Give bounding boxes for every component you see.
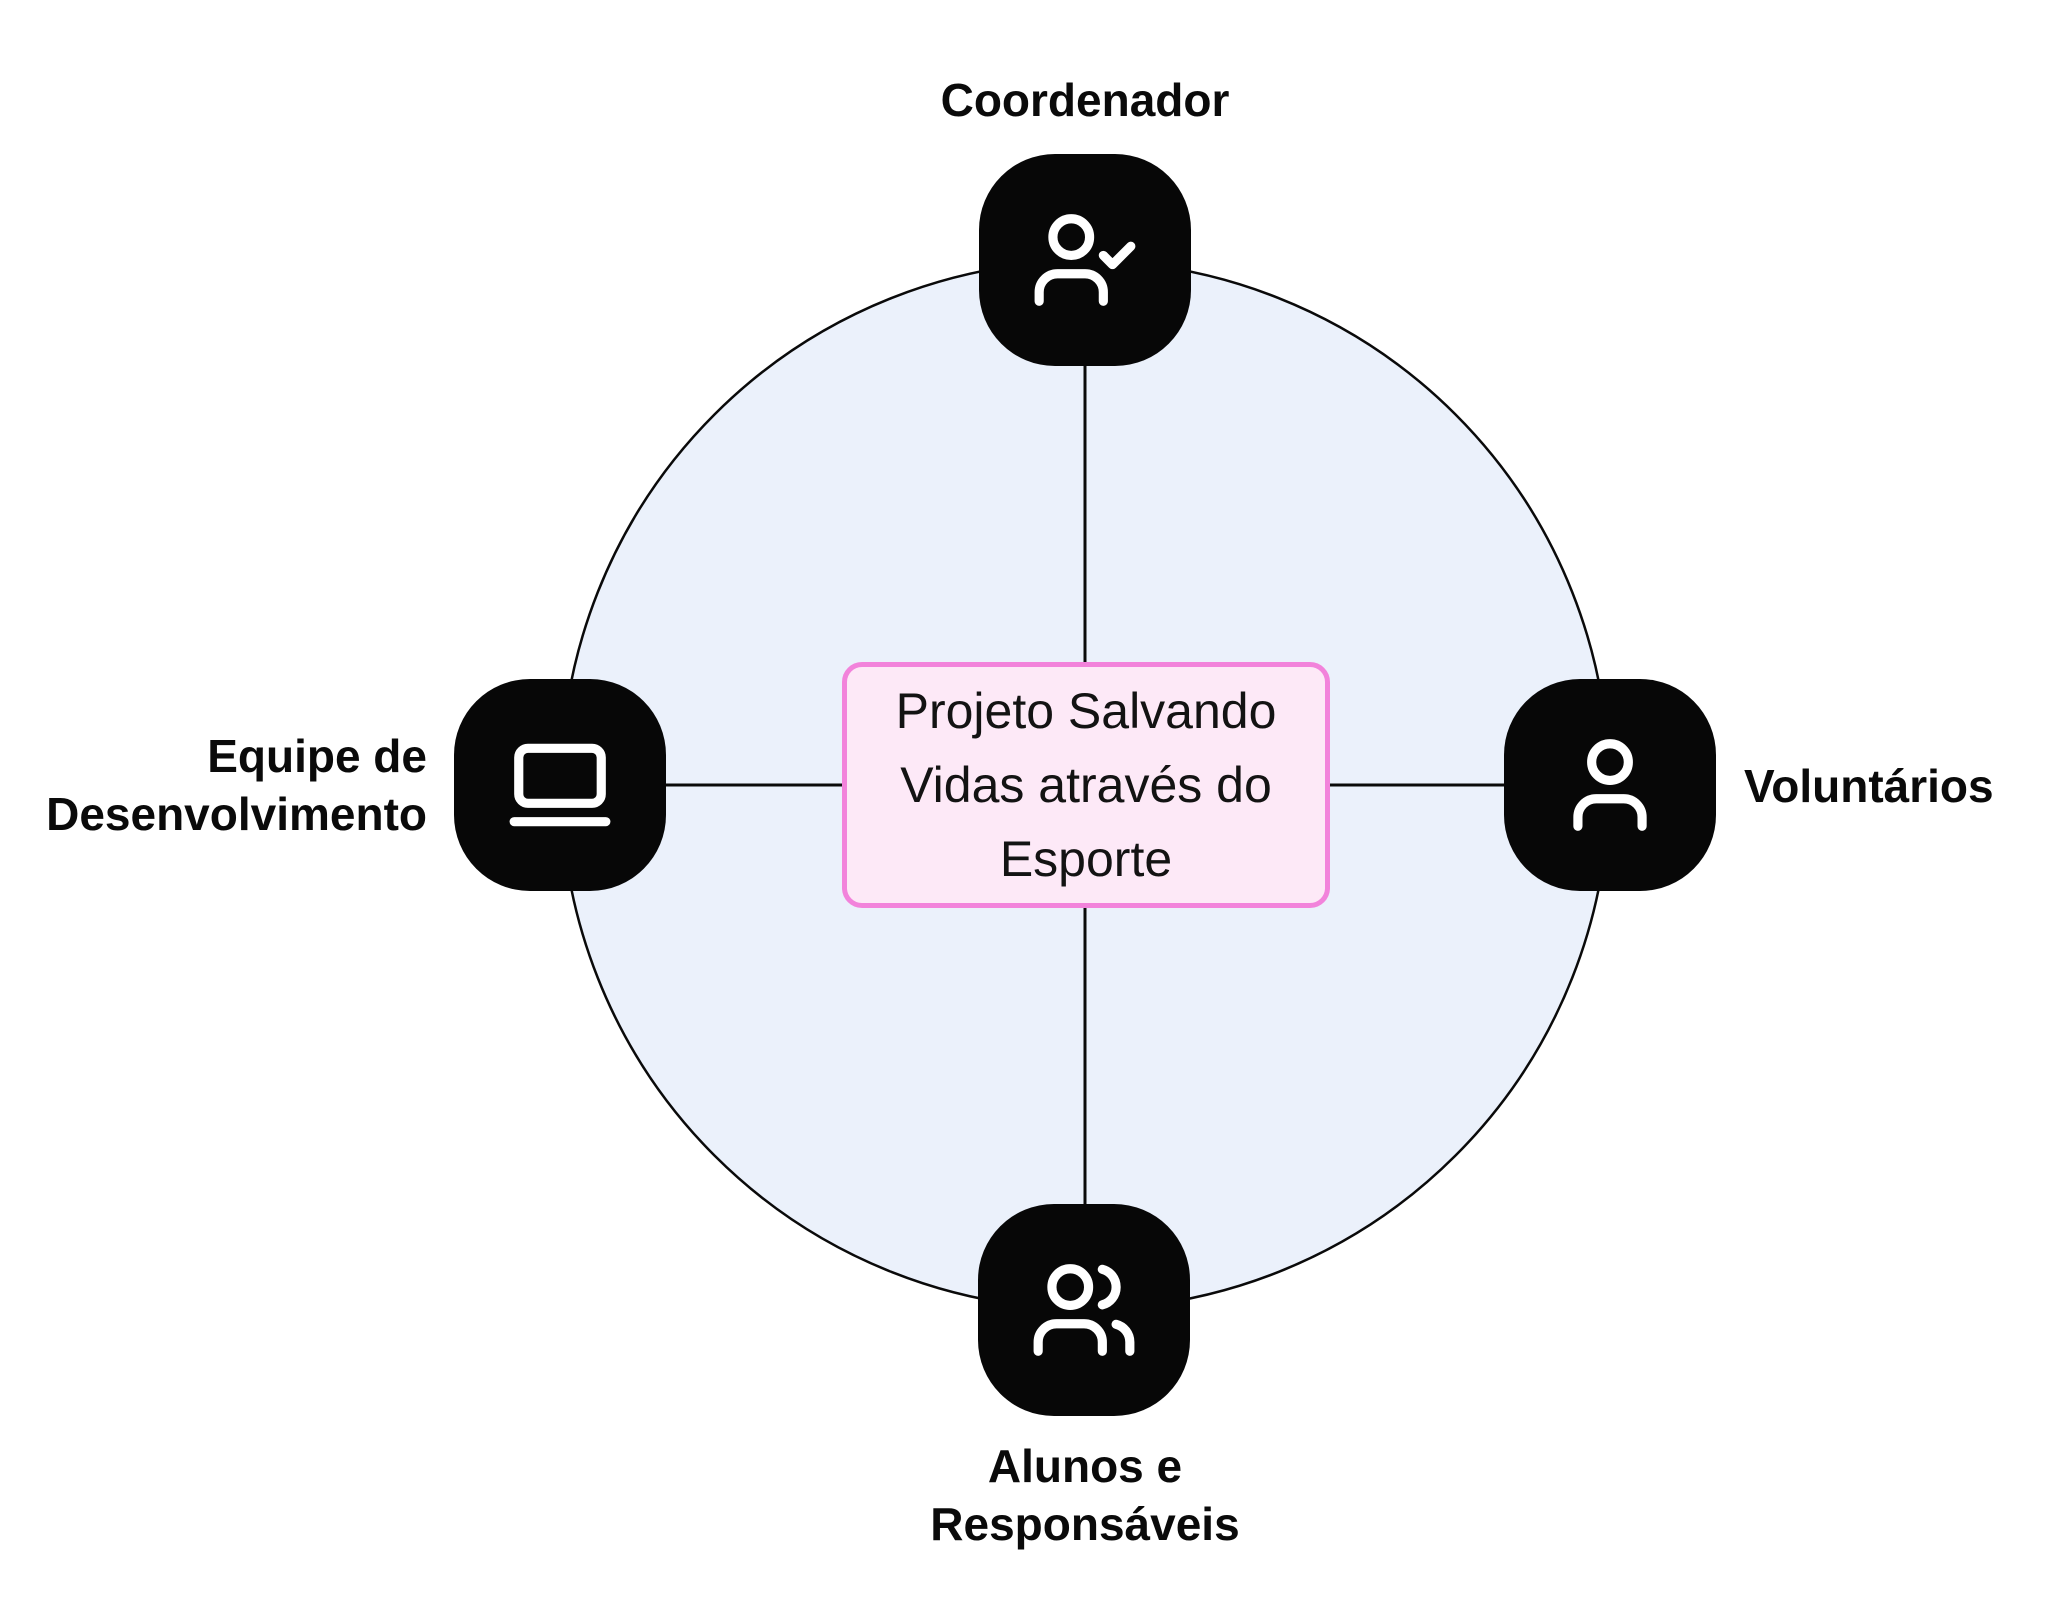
- node-voluntarios: [1504, 679, 1716, 891]
- label-alunos-responsaveis: Alunos e Responsáveis: [930, 1440, 1240, 1550]
- project-title-box: Projeto Salvando Vidas através do Esport…: [842, 662, 1330, 908]
- label-coordenador: Coordenador: [940, 74, 1230, 126]
- label-voluntarios: Voluntários: [1744, 760, 1994, 812]
- users-icon: [1029, 1255, 1139, 1365]
- node-alunos-responsaveis: [978, 1204, 1190, 1416]
- user-check-icon: [1030, 205, 1140, 315]
- label-equipe-desenvolvimento: Equipe de Desenvolvimento: [46, 730, 427, 840]
- user-icon: [1555, 730, 1665, 840]
- project-title-text: Projeto Salvando Vidas através do Esport…: [895, 683, 1277, 887]
- node-coordenador: [979, 154, 1191, 366]
- node-equipe-desenvolvimento: [454, 679, 666, 891]
- laptop-icon: [505, 730, 615, 840]
